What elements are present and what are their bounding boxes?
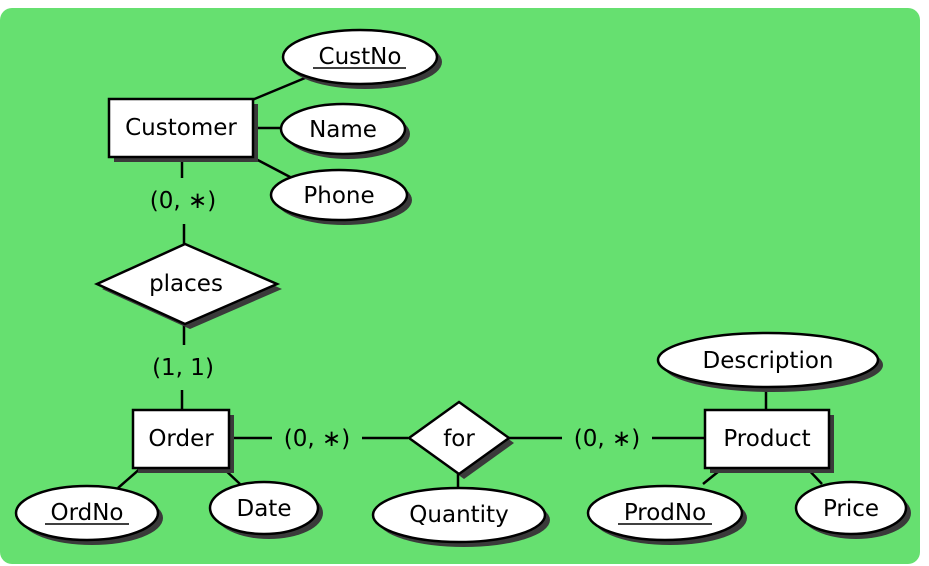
entity-product-label: Product xyxy=(723,426,810,452)
attribute-custno-label: CustNo xyxy=(319,44,402,70)
relationship-for-label: for xyxy=(443,426,475,452)
entity-order-label: Order xyxy=(148,426,214,452)
attribute-quantity: Quantity xyxy=(371,486,547,544)
cardinality-customer-places: (0, ∗) xyxy=(150,188,216,214)
attribute-prodno-label: ProdNo xyxy=(624,500,706,526)
attribute-custno: CustNo xyxy=(281,28,439,86)
attribute-quantity-label: Quantity xyxy=(409,502,508,528)
attribute-price: Price xyxy=(794,480,908,536)
line-customer-phone xyxy=(251,155,293,180)
attribute-name-label: Name xyxy=(309,117,377,143)
attribute-price-label: Price xyxy=(823,496,879,522)
attribute-date-label: Date xyxy=(237,496,292,522)
entity-customer: Customer xyxy=(107,97,255,159)
attribute-ordno: OrdNo xyxy=(14,484,160,542)
attribute-description-label: Description xyxy=(703,348,834,374)
relationship-places: places xyxy=(93,242,281,326)
cardinality-product-for: (0, ∗) xyxy=(574,426,640,452)
entity-customer-label: Customer xyxy=(125,115,237,141)
relationship-for: for xyxy=(406,400,512,476)
relationship-places-label: places xyxy=(149,271,223,297)
attribute-date: Date xyxy=(208,480,320,536)
attribute-phone-label: Phone xyxy=(303,183,374,209)
attribute-prodno: ProdNo xyxy=(586,484,744,542)
attribute-description: Description xyxy=(656,331,880,389)
entity-order: Order xyxy=(131,408,231,470)
cardinality-order-places: (1, 1) xyxy=(152,355,214,381)
entity-product: Product xyxy=(703,408,831,470)
cardinality-order-for: (0, ∗) xyxy=(284,426,350,452)
attribute-name: Name xyxy=(279,102,407,156)
attribute-phone: Phone xyxy=(269,168,409,222)
line-customer-custno xyxy=(251,76,306,102)
attribute-ordno-label: OrdNo xyxy=(50,500,123,526)
